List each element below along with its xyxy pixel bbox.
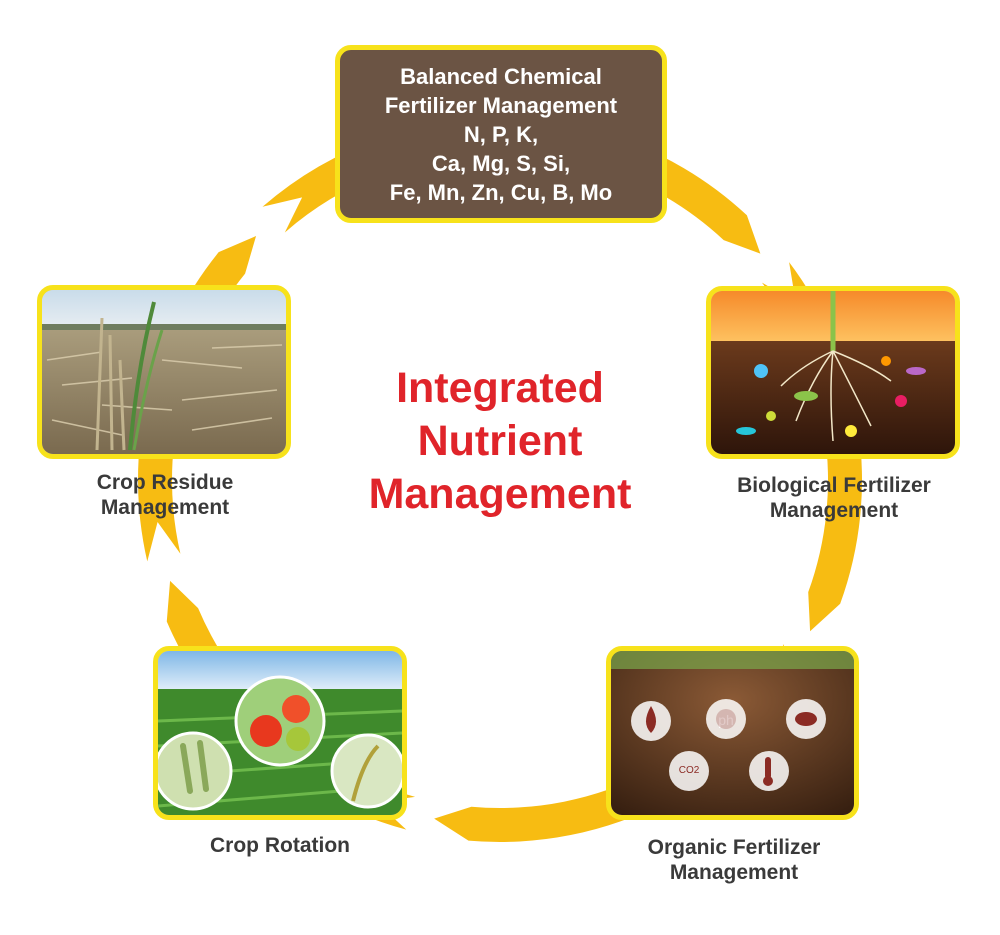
center-title: Integrated Nutrient Management xyxy=(330,362,670,521)
crop-residue-label: Crop Residue Management xyxy=(40,470,290,520)
top-line: Fertilizer Management xyxy=(384,93,618,118)
ring-arrow-segment xyxy=(137,236,257,562)
label-line: Management xyxy=(100,496,230,519)
title-line: Management xyxy=(368,470,632,518)
label-line: Crop Residue xyxy=(96,471,234,494)
ring-arrow-segment xyxy=(166,580,416,830)
co2-icon xyxy=(669,751,709,791)
soil-microbes-photo xyxy=(706,286,960,459)
label-line: Management xyxy=(769,499,899,522)
label-line: Crop Rotation xyxy=(210,834,350,857)
organic-soil-photo: ph CO2 xyxy=(606,646,859,820)
chemical-fertilizer-box: Balanced Chemical Fertilizer Management … xyxy=(335,45,667,223)
crop-rotation-label: Crop Rotation xyxy=(150,833,410,858)
top-line: Fe, Mn, Zn, Cu, B, Mo xyxy=(389,180,613,205)
ph-icon xyxy=(706,699,746,739)
top-line: Ca, Mg, S, Si, xyxy=(431,151,571,176)
top-line: N, P, K, xyxy=(463,122,539,147)
label-line: Organic Fertilizer xyxy=(647,836,821,859)
label-line: Biological Fertilizer xyxy=(737,474,931,497)
organic-fertilizer-label: Organic Fertilizer Management xyxy=(600,835,868,885)
svg-text:CO2: CO2 xyxy=(679,765,700,776)
title-line: Integrated xyxy=(396,364,604,412)
label-line: Management xyxy=(669,861,799,884)
crop-rotation-photo xyxy=(153,646,407,820)
svg-text:ph: ph xyxy=(718,712,734,728)
crop-residue-photo xyxy=(37,285,291,459)
top-line: Balanced Chemical xyxy=(400,64,602,89)
title-line: Nutrient xyxy=(417,417,583,465)
biological-fertilizer-label: Biological Fertilizer Management xyxy=(700,473,968,523)
